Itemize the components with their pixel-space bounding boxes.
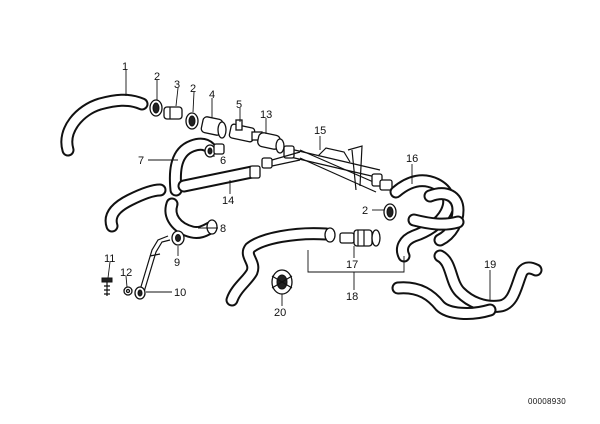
hose-part-1: [60, 93, 149, 157]
callout-6: 6: [220, 155, 226, 167]
callout-8: 8: [220, 223, 226, 235]
callout-12: 12: [120, 267, 132, 279]
clamp-part-2-middle: [185, 112, 199, 130]
callout-10: 10: [174, 287, 186, 299]
callout-16: 16: [406, 153, 418, 165]
callout-9: 9: [174, 257, 180, 269]
callout-1: 1: [122, 61, 128, 73]
clamp-part-2-lower: [383, 203, 397, 221]
callout-labels: 1 2 3 2 4 5 13 15 7 6 16 14 2 8 9 11 12 …: [104, 61, 496, 319]
callout-20: 20: [274, 307, 286, 319]
connector-part-3: [163, 106, 183, 120]
hose-part-7: [168, 137, 217, 197]
washer-part-12: [123, 286, 133, 296]
clamp-part-8-end: [206, 219, 218, 235]
callout-18: 18: [346, 291, 358, 303]
hose-left-lower: [104, 183, 167, 233]
hose-part-8: [164, 197, 217, 239]
callout-4: 4: [209, 89, 215, 101]
bracket-part-9: [134, 230, 185, 300]
hose-lower-long: [225, 227, 336, 307]
callout-2-lower: 2: [362, 205, 368, 217]
callout-11: 11: [104, 253, 115, 265]
connector-small-upper: [213, 143, 225, 155]
coupling-part-13: [257, 132, 285, 154]
hose-part-14: [177, 165, 261, 193]
pipe-assembly-part-15: [261, 145, 393, 193]
callout-7: 7: [138, 155, 144, 167]
callout-17: 17: [346, 259, 358, 271]
callout-14: 14: [222, 195, 234, 207]
callout-15: 15: [314, 125, 326, 137]
clamp-part-2-upper: [149, 99, 163, 117]
clamp-part-20: [271, 269, 293, 295]
hose-part-16: [389, 174, 465, 263]
callout-5: 5: [236, 99, 242, 111]
callout-2-middle: 2: [190, 83, 196, 95]
callout-19: 19: [484, 259, 496, 271]
bolt-part-11: [101, 277, 113, 296]
valve-part-17: [339, 229, 381, 247]
callout-3: 3: [174, 79, 180, 91]
callout-2-upper: 2: [154, 71, 160, 83]
valve-part-5: [228, 119, 263, 143]
reference-number: 00008930: [528, 397, 566, 406]
callout-13: 13: [260, 109, 272, 121]
sleeve-part-4: [200, 116, 227, 139]
leader-lines: [107, 70, 491, 306]
hose-part-19: [391, 249, 543, 320]
